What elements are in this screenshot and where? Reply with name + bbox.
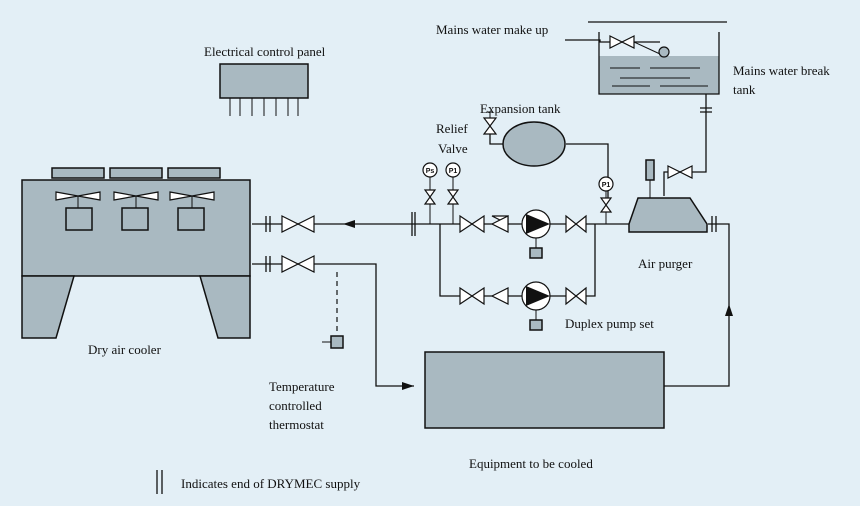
break-tank-walls [598,32,720,95]
cooler-outlet-pipe [252,263,414,387]
fan-motor [65,207,93,231]
electrical-control-panel [219,63,309,116]
label-expansion-tank: Expansion tank [480,101,561,116]
label-relief-2: Valve [438,141,468,156]
thermostat-bulb [330,335,344,349]
float-arm [633,41,661,55]
standby-pump-line [459,281,587,331]
relief-valve-cap [487,111,493,118]
legend-mark [156,470,163,494]
equipment-return-pipe [664,320,730,387]
label-air-purger: Air purger [638,256,693,271]
equipment-to-be-cooled [424,351,665,429]
dry-air-cooler [21,167,251,339]
label-break-tank-2: tank [733,82,756,97]
label-thermostat-2: controlled [269,398,322,413]
fan-2 [113,191,159,231]
standby-pump-impeller [526,286,550,306]
fan-3 [169,191,215,231]
fan-grille-3 [167,167,221,179]
gauge-cock-ps [423,189,437,205]
cooler-leg-left [21,275,75,339]
duty-pump-motor [529,247,543,259]
label-relief-1: Relief [436,121,468,136]
gauge-stems [429,176,607,224]
gauge-ps: Ps [422,162,438,178]
control-panel-cables [229,98,299,116]
fan-grille-1 [51,167,105,179]
float-valve [609,35,635,49]
gauge-ps-dial [422,162,438,178]
cooler-leg-right [199,275,251,339]
label-thermostat-3: thermostat [269,417,324,432]
label-duplex-pump: Duplex pump set [565,316,654,331]
fan-grille-2 [109,167,163,179]
flow-arrow-left [343,220,355,228]
gauge-ps-label: Ps [426,168,435,175]
control-panel-box [219,63,309,99]
legend-text: Indicates end of DRYMEC supply [181,476,361,491]
fan-1 [55,191,101,231]
label-equipment: Equipment to be cooled [469,456,593,471]
gauge-p1-left: P1 [445,162,461,178]
expansion-to-purger-pipe [566,143,609,200]
supply-end-mark-purger [711,216,717,232]
duty-pump-impeller [526,214,550,234]
duty-check-valve-body [490,215,509,233]
flow-arrow-right [402,382,414,390]
flow-arrow-up [725,304,733,316]
expansion-tank [502,121,566,167]
break-tank-water [599,56,719,94]
standby-pump-branch [439,224,596,297]
duty-pump-line [459,209,587,259]
label-break-tank-1: Mains water break [733,63,830,78]
break-tank [588,21,727,95]
standby-pump-motor [529,319,543,331]
float-ball [658,46,670,58]
gauge-cock-p1-right [599,197,613,213]
air-vent [645,159,655,181]
air-purger [628,159,708,233]
label-mains-makeup: Mains water make up [436,22,548,37]
fan-motor [177,207,205,231]
expansion-tank-assembly [482,111,566,167]
relief-valve [482,117,498,135]
duty-isolation-valve-1 [459,214,485,234]
standby-check-valve [490,287,509,305]
gauge-p1-right: P1 [598,176,614,192]
expansion-relief-pipe [489,130,505,145]
gauge-p1-left-dial [445,162,461,178]
water-lines [610,67,708,87]
cooler-outlet-valve [281,255,315,273]
supply-end-mark-tank [700,107,712,113]
purger-outlet-pipe [708,223,730,320]
fan-motor [121,207,149,231]
check-valve-purger [667,165,693,179]
gauge-cock-p1-left [446,189,460,205]
air-purger-body [628,197,708,233]
standby-isolation-valve-2 [565,286,587,306]
label-control-panel: Electrical control panel [204,44,326,59]
standby-isolation-valve-1 [459,286,485,306]
duty-isolation-valve-2 [565,214,587,234]
gauge-p1-left-label: P1 [449,168,458,175]
label-thermostat-1: Temperature [269,379,335,394]
cooler-inlet-valve [281,215,315,233]
label-dry-air-cooler: Dry air cooler [88,342,162,357]
supply-end-mark-pump [411,212,416,236]
gauge-p1-right-label: P1 [602,182,611,189]
break-tank-feed-pipe [663,94,707,196]
gauge-p1-right-dial [598,176,614,192]
thermostat-sensor [322,335,344,349]
supply-end-mark-cooler [265,216,271,272]
